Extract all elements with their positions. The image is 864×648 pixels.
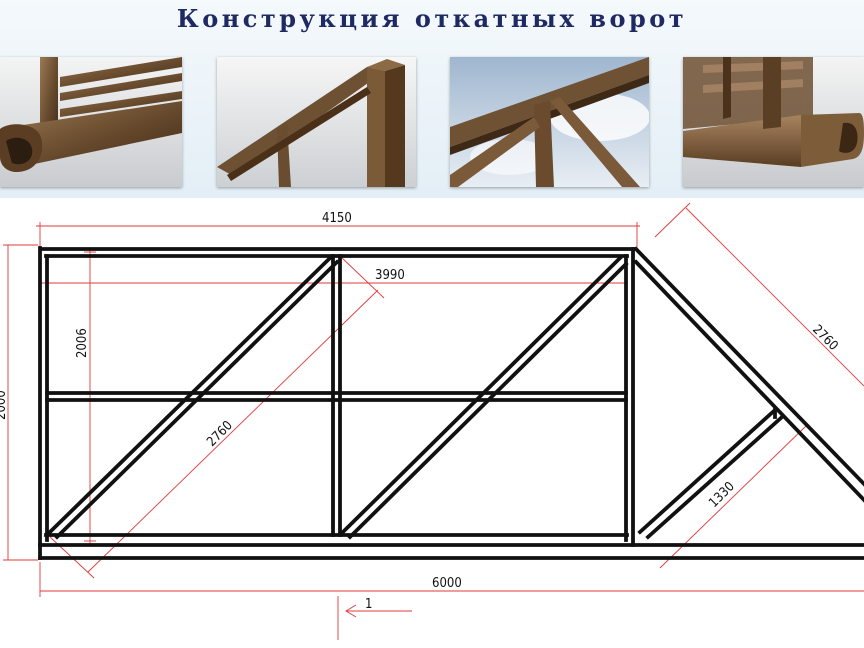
- gate-frame: [38, 246, 864, 560]
- dim-top-width: 4150: [322, 211, 352, 226]
- header-panel: Конструкция откатных ворот: [0, 0, 864, 198]
- section-mark: 1: [365, 597, 372, 612]
- dim-outer-height: 2000: [0, 390, 9, 420]
- dimension-lines: [3, 202, 864, 640]
- dim-total-length: 6000: [432, 576, 462, 591]
- frame-corner-photo-icon: [217, 57, 416, 187]
- dim-inner-height: 2006: [75, 328, 90, 358]
- dim-brace: 1330: [706, 479, 738, 511]
- rail-profile-photo-icon: [0, 57, 182, 187]
- dim-inner-width: 3990: [375, 268, 405, 283]
- gate-frame-drawing: 4150 3990 2006 2000 2760 2760 1330 6000 …: [0, 202, 864, 640]
- truss-joint-photo-icon: [450, 57, 649, 187]
- dim-counterweight-diagonal: 2760: [809, 322, 841, 354]
- page-title: Конструкция откатных ворот: [176, 4, 688, 33]
- dim-diagonal: 2760: [204, 418, 236, 450]
- bottom-beam-photo-icon: [683, 57, 864, 187]
